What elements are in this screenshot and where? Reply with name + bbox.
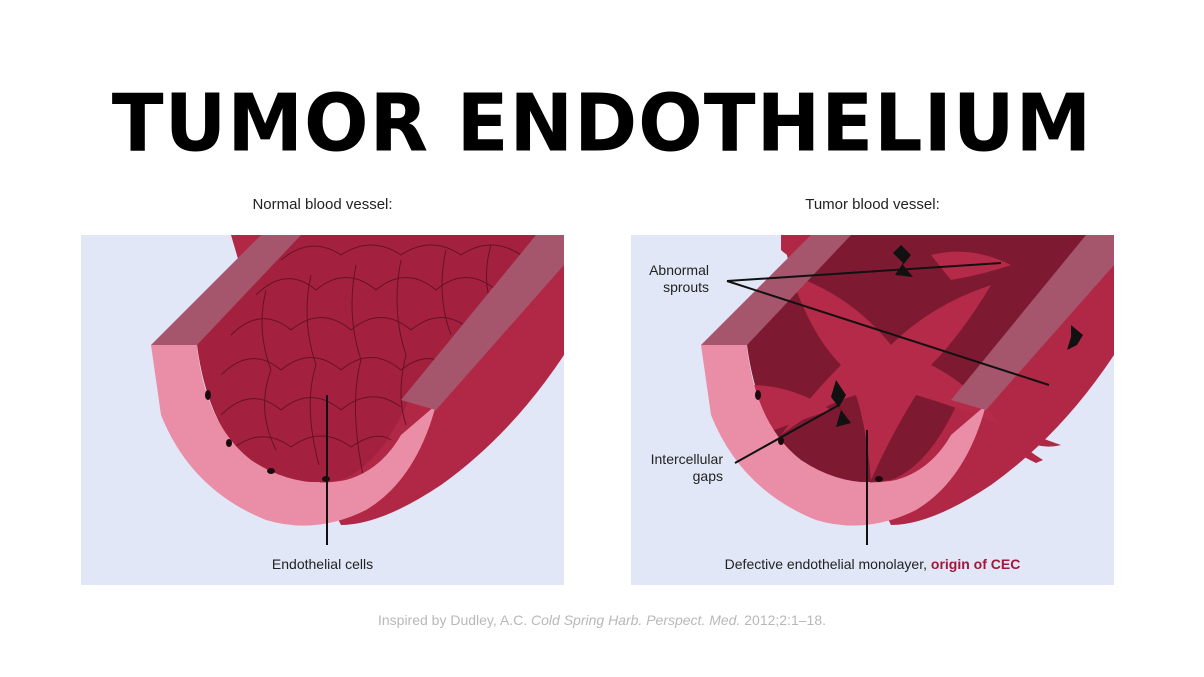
defective-monolayer-text: Defective endothelial monolayer, <box>724 556 927 572</box>
normal-vessel-drawing <box>151 235 564 545</box>
vessel-rim <box>151 325 436 526</box>
vessel-top-rim <box>151 235 301 345</box>
sprouts-pointer-line-1 <box>726 262 1002 282</box>
intercellular-gaps-label-line2: gaps <box>692 468 723 484</box>
intercellular-gaps-label-line1: Intercellular <box>650 451 723 467</box>
endothelial-cells-label: Endothelial cells <box>271 556 374 572</box>
tumor-vessel-drawing <box>701 235 1114 545</box>
vessel-rim <box>701 325 986 526</box>
vessel-top-rim <box>701 235 851 345</box>
abnormal-sprouts-label-line1: Abnormal <box>649 262 709 278</box>
abnormal-sprouts-label: Abnormal sprouts <box>639 262 709 296</box>
normal-vessel-illustration: Endothelial cells <box>81 235 564 585</box>
vessel-right-rim <box>401 235 564 410</box>
origin-of-cec-text: origin of CEC <box>930 556 1021 572</box>
intercellular-gaps <box>831 245 1083 427</box>
tumor-vessel-heading: Tumor blood vessel: <box>805 196 940 213</box>
intercellular-gaps-label: Intercellular gaps <box>639 451 723 485</box>
vessel-lumen <box>197 235 536 483</box>
credit-journal: Cold Spring Harb. Perspect. Med. <box>531 612 741 628</box>
sprouts-pointer-line-2 <box>726 280 1050 386</box>
source-credit: Inspired by Dudley, A.C. Cold Spring Har… <box>0 612 1204 628</box>
page-title: TUMOR ENDOTHELIUM <box>111 75 1093 170</box>
tumor-vessel-illustration: Abnormal sprouts Intercellular gaps Defe… <box>631 235 1114 585</box>
gaps-pointer-line <box>734 404 840 464</box>
normal-vessel-heading: Normal blood vessel: <box>252 196 393 213</box>
annotation-lines <box>726 262 1050 545</box>
credit-prefix: Inspired by Dudley, A.C. <box>377 612 528 628</box>
credit-suffix: 2012;2:1–18. <box>744 612 826 628</box>
external-sprouts <box>781 235 1061 463</box>
endothelial-cell-mesh <box>220 244 522 476</box>
abnormal-sprouts-label-line2: sprouts <box>663 279 709 295</box>
defective-monolayer-label: Defective endothelial monolayer, origin … <box>631 556 1114 573</box>
